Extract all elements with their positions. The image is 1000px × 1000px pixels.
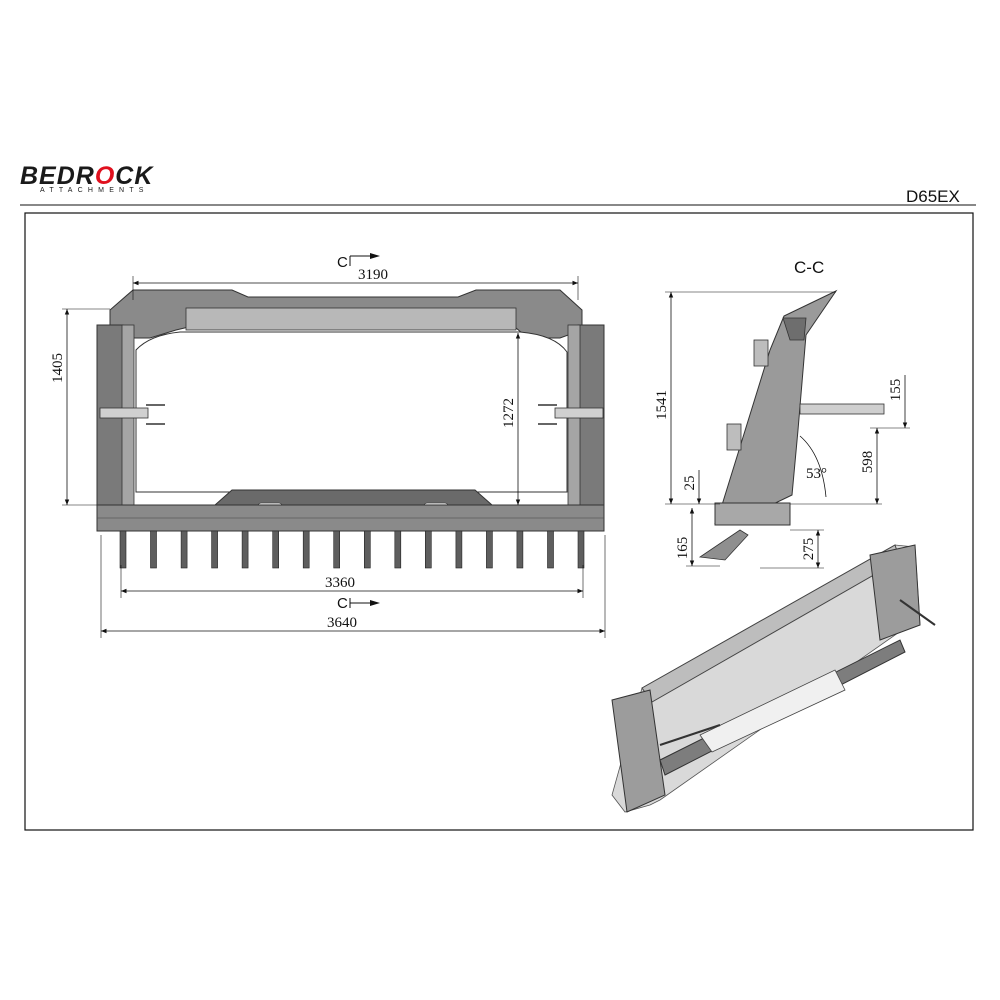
- dim-angle: 53°: [806, 466, 827, 482]
- dim-section-height: 1541: [654, 390, 670, 420]
- tine: [455, 530, 463, 569]
- logo-brand: BEDROCK: [20, 162, 154, 190]
- front-view: [96, 289, 605, 569]
- tine: [516, 530, 524, 569]
- tine: [272, 530, 280, 569]
- iso-inner-plate: [699, 669, 846, 753]
- tines-group: [119, 530, 585, 569]
- section-title: C-C: [794, 258, 824, 277]
- left-post: [96, 324, 124, 516]
- dim-tines-width: 3360: [325, 575, 355, 591]
- section-cylinder: [799, 403, 885, 415]
- iso-left-plate: [611, 689, 666, 813]
- dim-left-height: 1405: [50, 353, 66, 383]
- tine: [394, 530, 402, 569]
- drawing-border: [24, 212, 974, 831]
- tine: [119, 530, 127, 569]
- dim-cylinder-offset: 155: [888, 379, 904, 402]
- section-view: C-C 1541 155 598 53° 25 165 275: [654, 258, 910, 569]
- dim-cylinder-height: 598: [860, 451, 876, 474]
- tine: [241, 530, 249, 569]
- left-post-inner: [121, 324, 135, 516]
- logo-subtitle: ATTACHMENTS: [40, 187, 149, 194]
- section-marker-bottom: C: [337, 595, 348, 612]
- dim-top-width: 3190: [358, 267, 388, 283]
- tine: [547, 530, 554, 569]
- tine: [180, 530, 188, 569]
- frame-window: [135, 331, 568, 493]
- tine: [150, 530, 157, 569]
- tine: [577, 530, 585, 569]
- right-post-inner: [567, 324, 581, 516]
- tine: [363, 530, 371, 569]
- tine: [486, 530, 493, 569]
- left-cylinder: [99, 404, 165, 425]
- dim-bottom-left: 165: [675, 537, 691, 560]
- section-marker-top: C: [337, 254, 348, 271]
- right-post: [577, 324, 605, 516]
- dim-bottom-right: 275: [801, 538, 817, 561]
- section-tine: [698, 529, 749, 561]
- model-number: D65EX: [906, 187, 960, 206]
- bottom-bulge: [213, 489, 494, 506]
- tine: [333, 530, 341, 569]
- front-dimensions: 3190 3360 3640 1405 1272 C C: [50, 253, 606, 638]
- right-cylinder: [538, 404, 604, 425]
- dim-inner-height: 1272: [501, 398, 517, 428]
- dim-plate-small: 25: [682, 476, 698, 491]
- tine: [302, 530, 310, 569]
- dim-overall-width: 3640: [327, 615, 357, 631]
- isometric-view: [611, 544, 936, 813]
- tine: [211, 530, 218, 569]
- top-beam-face: [185, 307, 517, 331]
- tine: [424, 530, 432, 569]
- iso-right-plate: [869, 544, 921, 641]
- section-base: [714, 502, 791, 526]
- bedrock-logo: BEDROCK ATTACHMENTS: [20, 163, 185, 197]
